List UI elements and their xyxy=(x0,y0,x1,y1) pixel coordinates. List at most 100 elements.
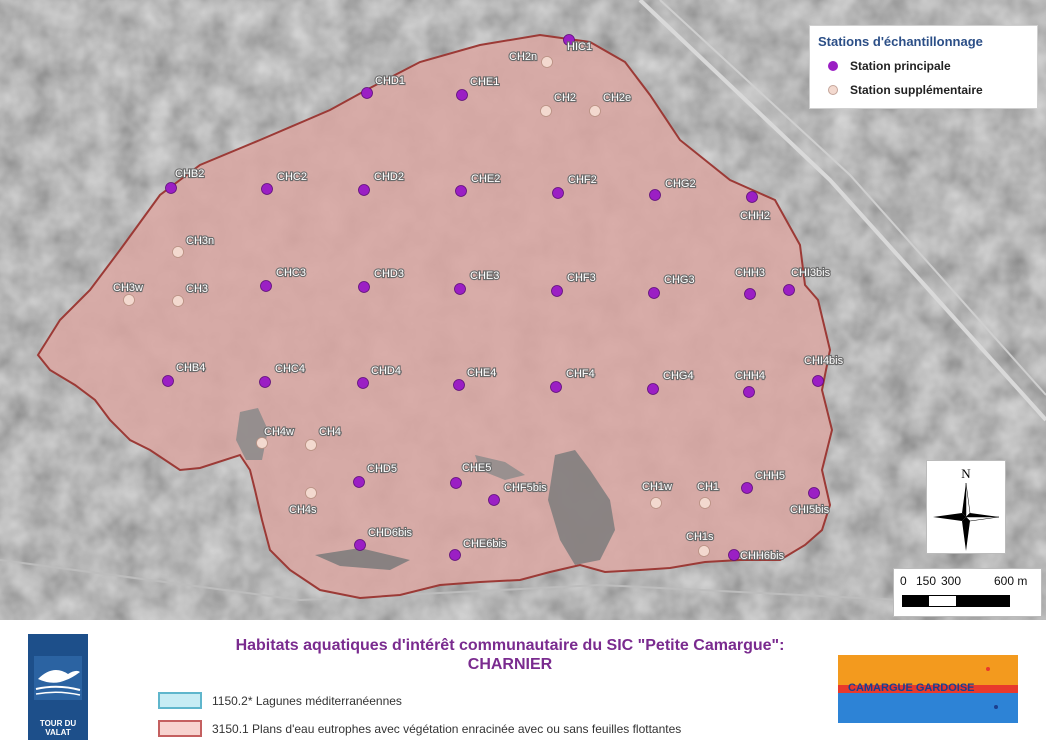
station-marker[interactable] xyxy=(783,284,795,296)
station-chh3[interactable]: CHH3 xyxy=(734,266,766,300)
station-marker[interactable] xyxy=(728,549,740,561)
stations-legend: Stations d'échantillonnage Station princ… xyxy=(809,25,1038,109)
station-marker[interactable] xyxy=(357,377,369,389)
station-chh2[interactable]: CHH2 xyxy=(739,191,771,223)
station-ch1[interactable]: CH1 xyxy=(696,480,720,509)
station-chh5[interactable]: CHH5 xyxy=(741,469,786,494)
station-che1[interactable]: CHE1 xyxy=(456,75,500,101)
station-marker[interactable] xyxy=(305,439,317,451)
station-marker[interactable] xyxy=(361,87,373,99)
station-marker[interactable] xyxy=(162,375,174,387)
station-marker[interactable] xyxy=(165,182,177,194)
habitat-legend-item: 3150.1 Plans d'eau eutrophes avec végéta… xyxy=(158,720,681,737)
station-ch3n[interactable]: CH3n xyxy=(172,234,215,258)
station-marker[interactable] xyxy=(123,294,135,306)
station-marker[interactable] xyxy=(358,184,370,196)
station-marker[interactable] xyxy=(172,246,184,258)
station-chf5bis[interactable]: CHF5bis xyxy=(488,481,548,506)
station-marker[interactable] xyxy=(456,89,468,101)
station-chi4bis[interactable]: CHI4bis xyxy=(803,354,845,387)
station-chb2[interactable]: CHB2 xyxy=(165,167,205,194)
station-ch1s[interactable]: CH1s xyxy=(685,530,715,557)
station-marker[interactable] xyxy=(699,497,711,509)
station-chc3[interactable]: CHC3 xyxy=(260,266,307,292)
station-chi5bis[interactable]: CHI5bis xyxy=(789,487,831,517)
station-chg3[interactable]: CHG3 xyxy=(648,273,696,299)
station-chh6bis[interactable]: CHH6bis xyxy=(728,549,786,563)
station-marker[interactable] xyxy=(650,497,662,509)
station-chd5[interactable]: CHD5 xyxy=(353,462,398,488)
station-chb4[interactable]: CHB4 xyxy=(162,361,206,387)
station-marker[interactable] xyxy=(649,189,661,201)
station-marker[interactable] xyxy=(812,375,824,387)
station-marker[interactable] xyxy=(744,288,756,300)
station-marker[interactable] xyxy=(172,295,184,307)
station-chh4[interactable]: CHH4 xyxy=(734,369,766,398)
station-marker[interactable] xyxy=(450,477,462,489)
station-marker[interactable] xyxy=(260,280,272,292)
station-marker[interactable] xyxy=(746,191,758,203)
station-chg4[interactable]: CHG4 xyxy=(647,369,695,395)
station-chi3bis[interactable]: CHI3bis xyxy=(783,266,832,296)
station-marker[interactable] xyxy=(454,283,466,295)
station-ch2n[interactable]: CH2n xyxy=(508,50,553,68)
station-marker[interactable] xyxy=(647,383,659,395)
station-ch2e[interactable]: CH2e xyxy=(589,91,632,117)
legend-item-supplementaire: Station supplémentaire xyxy=(828,83,983,97)
station-marker[interactable] xyxy=(449,549,461,561)
station-chc4[interactable]: CHC4 xyxy=(259,362,306,388)
station-chd1[interactable]: CHD1 xyxy=(361,74,406,99)
station-marker[interactable] xyxy=(563,34,575,46)
station-chg2[interactable]: CHG2 xyxy=(649,177,697,201)
station-label: CHE6bis xyxy=(463,538,507,550)
station-ch2[interactable]: CH2 xyxy=(540,91,577,117)
station-ch4w[interactable]: CH4w xyxy=(256,425,295,449)
north-label: N xyxy=(961,466,971,481)
station-chf4[interactable]: CHF4 xyxy=(550,367,596,393)
station-marker[interactable] xyxy=(698,545,710,557)
station-ch3[interactable]: CH3 xyxy=(172,282,209,307)
station-marker[interactable] xyxy=(256,437,268,449)
station-marker[interactable] xyxy=(551,285,563,297)
station-marker[interactable] xyxy=(741,482,753,494)
station-label: CH4 xyxy=(319,426,341,438)
station-ch3w[interactable]: CH3w xyxy=(112,281,144,306)
station-marker[interactable] xyxy=(358,281,370,293)
station-marker[interactable] xyxy=(541,56,553,68)
station-marker[interactable] xyxy=(305,487,317,499)
station-che4[interactable]: CHE4 xyxy=(453,366,497,391)
station-che3[interactable]: CHE3 xyxy=(454,269,500,295)
station-marker[interactable] xyxy=(552,187,564,199)
station-label: CHI5bis xyxy=(790,504,830,516)
station-ch4s[interactable]: CH4s xyxy=(288,487,318,517)
station-che2[interactable]: CHE2 xyxy=(455,172,501,197)
station-marker[interactable] xyxy=(259,376,271,388)
station-marker[interactable] xyxy=(455,185,467,197)
station-ch4[interactable]: CH4 xyxy=(305,425,342,451)
station-chc2[interactable]: CHC2 xyxy=(261,170,308,195)
station-marker[interactable] xyxy=(540,105,552,117)
camargue-logo-text: CAMARGUE GARDOISE xyxy=(848,682,975,694)
station-hic1[interactable]: HIC1 xyxy=(563,34,593,54)
station-marker[interactable] xyxy=(808,487,820,499)
station-ch1w[interactable]: CH1w xyxy=(641,480,673,509)
station-marker[interactable] xyxy=(648,287,660,299)
station-chd4[interactable]: CHD4 xyxy=(357,364,402,389)
station-chd6bis[interactable]: CHD6bis xyxy=(354,526,414,551)
station-marker[interactable] xyxy=(354,539,366,551)
station-che5[interactable]: CHE5 xyxy=(450,461,492,489)
station-marker[interactable] xyxy=(589,105,601,117)
station-che6bis[interactable]: CHE6bis xyxy=(449,537,508,561)
station-chd3[interactable]: CHD3 xyxy=(358,267,405,293)
station-marker[interactable] xyxy=(353,476,365,488)
station-marker[interactable] xyxy=(261,183,273,195)
station-marker[interactable] xyxy=(550,381,562,393)
station-chd2[interactable]: CHD2 xyxy=(358,170,405,196)
station-marker[interactable] xyxy=(488,494,500,506)
north-arrow: N xyxy=(926,460,1006,554)
station-chf2[interactable]: CHF2 xyxy=(552,173,598,199)
station-marker[interactable] xyxy=(453,379,465,391)
station-marker[interactable] xyxy=(743,386,755,398)
eutrophic-swatch-icon xyxy=(158,720,202,737)
station-chf3[interactable]: CHF3 xyxy=(551,271,597,297)
